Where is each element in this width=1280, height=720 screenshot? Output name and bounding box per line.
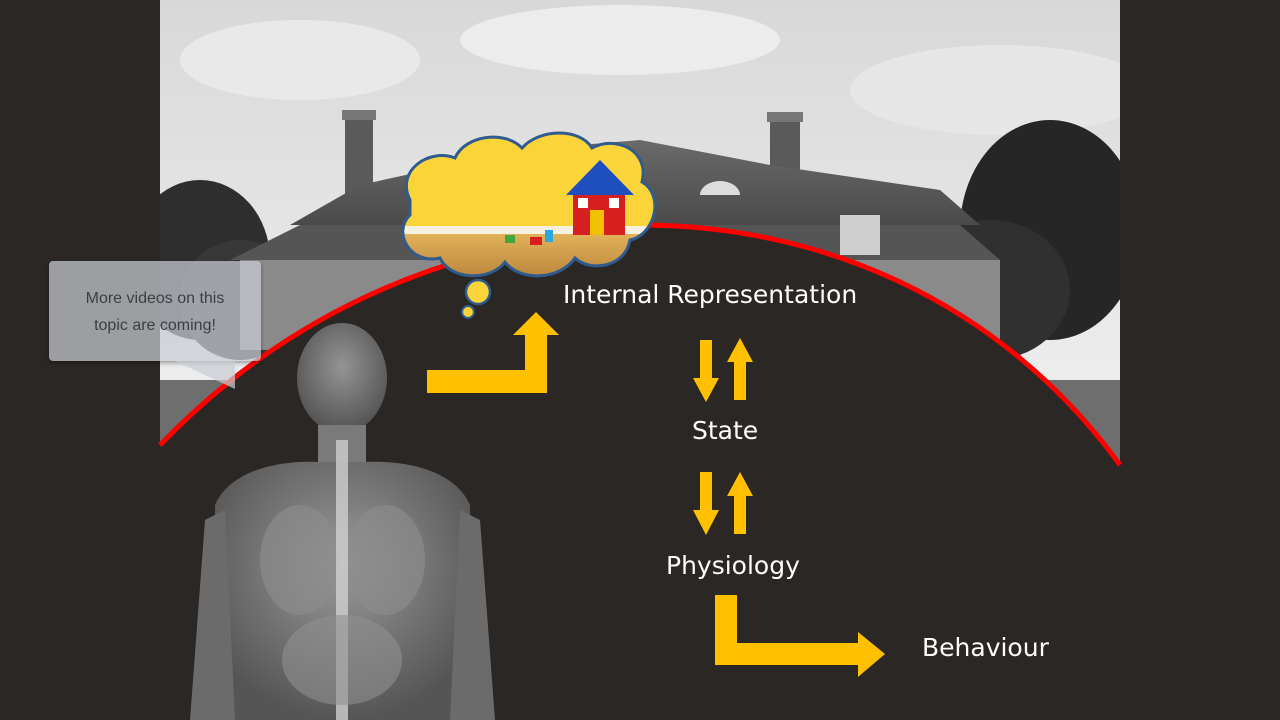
arrow-state-to-internal bbox=[727, 338, 753, 400]
toy-house-icon bbox=[566, 160, 634, 235]
arrow-body-to-internal bbox=[427, 312, 559, 393]
behaviour-label: Behaviour bbox=[922, 633, 1049, 662]
state-label: State bbox=[692, 416, 759, 445]
callout-line-2: topic are coming! bbox=[94, 317, 216, 334]
human-body-xray-icon bbox=[190, 323, 495, 720]
physiology-label: Physiology bbox=[666, 551, 800, 580]
more-videos-callout[interactable]: More videos on this topic are coming! bbox=[49, 261, 261, 361]
callout-line-1: More videos on this bbox=[85, 290, 225, 307]
arrow-state-to-physiology bbox=[693, 472, 719, 535]
internal-representation-label: Internal Representation bbox=[563, 280, 858, 309]
arrow-internal-to-state bbox=[693, 340, 719, 402]
arrow-physiology-to-state bbox=[727, 472, 753, 534]
arrow-physiology-to-behaviour bbox=[715, 595, 885, 677]
callout-tail bbox=[175, 361, 235, 389]
